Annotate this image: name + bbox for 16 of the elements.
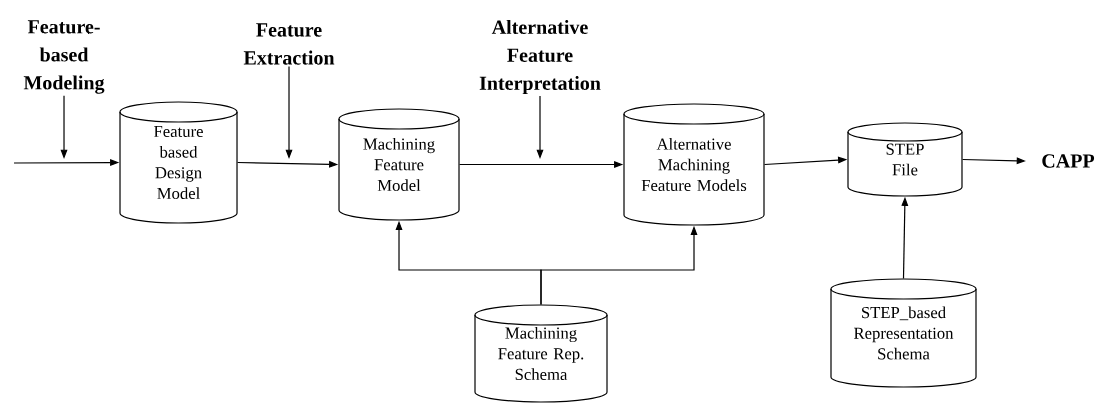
database-cylinder: Machining Feature Rep. Schema — [474, 304, 608, 403]
process-label: Feature-based Modeling — [23, 20, 105, 94]
node-label: STEP_based Representation Schema — [853, 306, 954, 360]
process-label: Alternative Feature Interpretation — [479, 19, 601, 95]
node-label: Machining Feature Rep. Schema — [498, 326, 584, 381]
node-label: Alternative Machining Feature Models — [641, 137, 747, 192]
database-cylinder: STEP_based Representation Schema — [830, 278, 977, 388]
node-label: Feature based Design Model — [154, 125, 203, 200]
database-cylinder: Alternative Machining Feature Models — [623, 103, 765, 226]
node-label: STEP File — [886, 143, 924, 176]
process-label: CAPP — [1042, 154, 1095, 168]
database-cylinder: Machining Feature Model — [338, 108, 460, 221]
node-label: Machining Feature Model — [363, 137, 435, 192]
database-cylinder: STEP File — [847, 122, 963, 197]
process-label: Feature Extraction — [243, 23, 335, 65]
database-cylinder: Feature based Design Model — [119, 101, 238, 224]
